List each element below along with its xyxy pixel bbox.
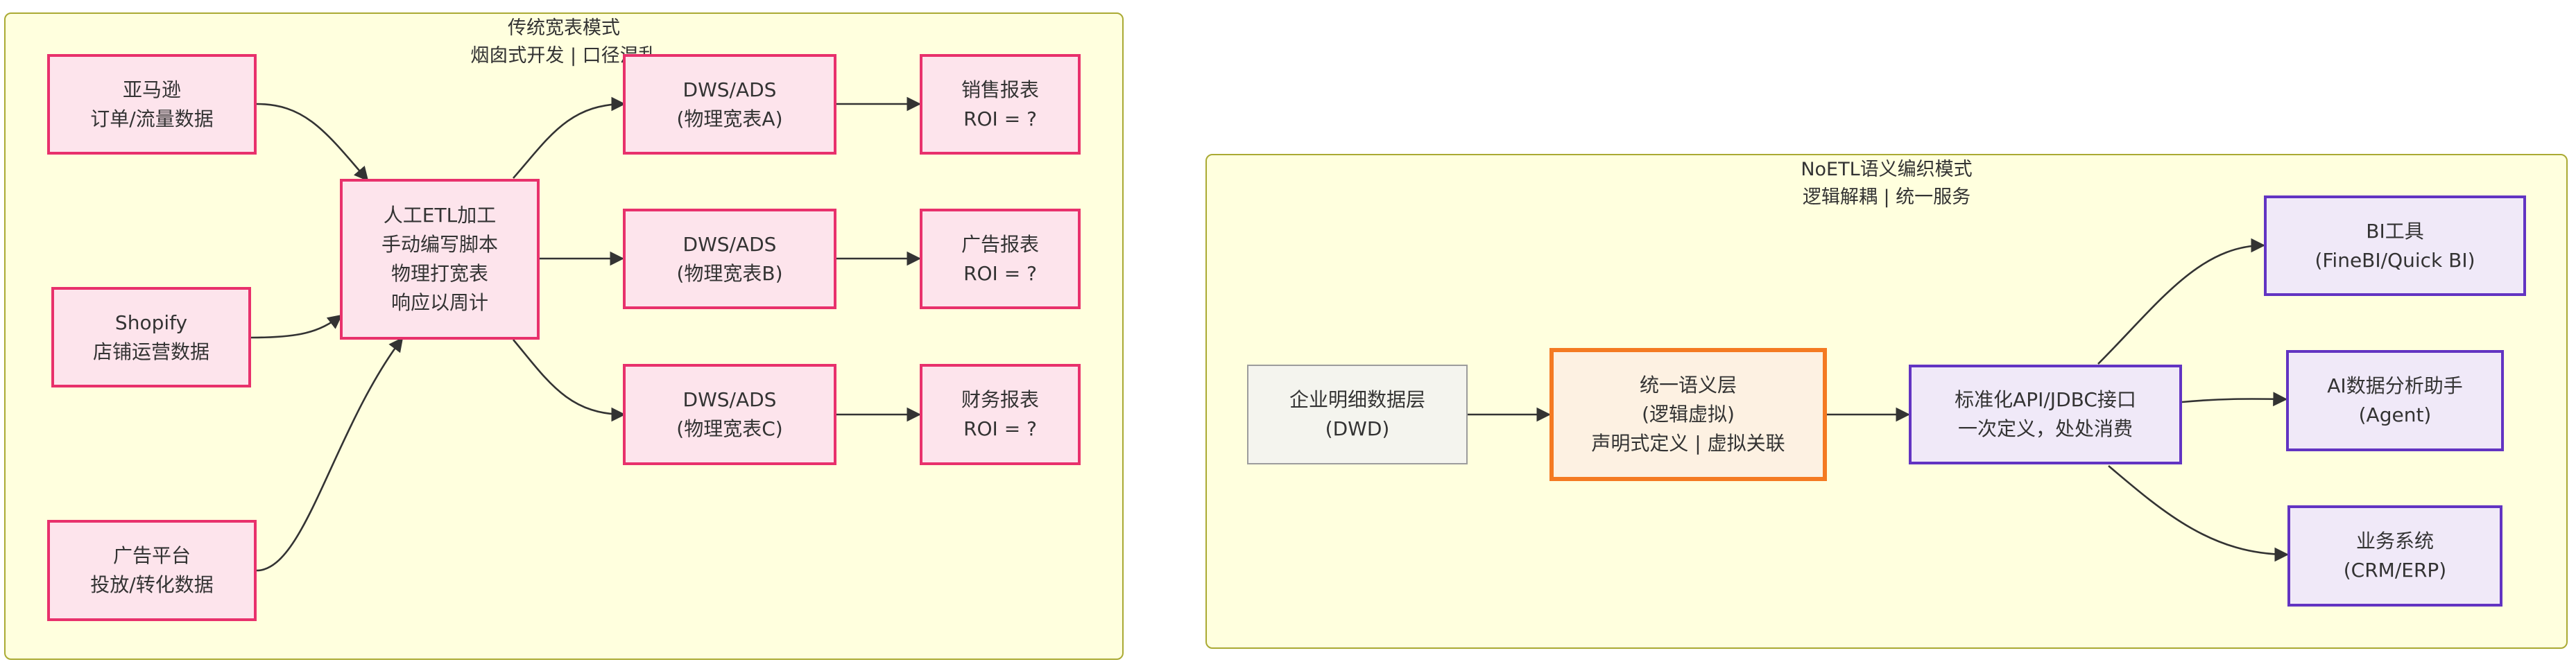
node-etl-line2: 手动编写脚本 <box>381 233 498 256</box>
node-semantic-layer-line1: 统一语义层 <box>1639 374 1737 397</box>
node-etl-line3: 物理打宽表 <box>390 262 488 285</box>
node-bi-tools-line2: (FineBI/Quick BI) <box>2315 248 2475 272</box>
node-ai-assistant-line1: AI数据分析助手 <box>2327 374 2463 397</box>
node-bi-tools: BI工具 (FineBI/Quick BI) <box>2264 195 2526 296</box>
node-ad-platform-line1: 广告平台 <box>112 544 191 567</box>
node-dwd: 企业明细数据层 (DWD) <box>1247 365 1468 464</box>
node-wide-table-a-line2: (物理宽表A) <box>676 107 783 130</box>
node-wide-table-c-line1: DWS/ADS <box>682 388 777 411</box>
edge-etl-to-wide-c <box>513 339 626 422</box>
node-amazon-line2: 订单/流量数据 <box>90 107 214 130</box>
node-wide-table-b-line2: (物理宽表B) <box>676 261 783 285</box>
node-semantic-layer-line3: 声明式定义 | 虚拟关联 <box>1591 432 1785 455</box>
edge-api-to-ai <box>2181 392 2288 407</box>
node-sales-report: 销售报表 ROI = ? <box>920 54 1081 155</box>
node-shopify-line2: 店铺运营数据 <box>92 340 209 363</box>
node-etl-line1: 人工ETL加工 <box>383 204 497 227</box>
node-wide-table-c-line2: (物理宽表C) <box>676 417 783 440</box>
noetl-cluster-title: NoETL语义编织模式 <box>1801 159 1973 180</box>
node-ad-report: 广告报表 ROI = ? <box>920 209 1081 309</box>
node-business-systems: 业务系统 (CRM/ERP) <box>2287 505 2502 607</box>
edge-api-to-biz <box>2108 465 2290 562</box>
node-sales-report-line1: 销售报表 <box>961 78 1039 101</box>
node-api-line1: 标准化API/JDBC接口 <box>1955 388 2136 411</box>
edge-shopify-to-etl <box>250 314 343 339</box>
edge-api-to-bi <box>2097 238 2266 365</box>
node-wide-table-b: DWS/ADS (物理宽表B) <box>623 209 836 309</box>
node-finance-report-line2: ROI = ? <box>963 417 1037 440</box>
node-ad-platform-line2: 投放/转化数据 <box>90 573 214 596</box>
node-business-systems-line2: (CRM/ERP) <box>2343 559 2447 582</box>
node-finance-report-line1: 财务报表 <box>961 388 1039 411</box>
node-semantic-layer: 统一语义层 (逻辑虚拟) 声明式定义 | 虚拟关联 <box>1549 348 1827 481</box>
node-dwd-line2: (DWD) <box>1325 417 1390 440</box>
node-ad-report-line1: 广告报表 <box>961 232 1039 256</box>
node-shopify: Shopify 店铺运营数据 <box>51 287 251 387</box>
node-business-systems-line1: 业务系统 <box>2355 530 2434 552</box>
node-api: 标准化API/JDBC接口 一次定义，处处消费 <box>1909 365 2182 464</box>
edge-ads-to-etl <box>256 337 404 572</box>
node-wide-table-a: DWS/ADS (物理宽表A) <box>623 54 836 155</box>
node-api-line2: 一次定义，处处消费 <box>1957 417 2133 440</box>
edge-amazon-to-etl <box>256 103 369 182</box>
noetl-cluster-subtitle: 逻辑解耦 | 统一服务 <box>1802 186 1971 208</box>
node-ai-assistant-line2: (Agent) <box>2358 403 2432 426</box>
node-bi-tools-line1: BI工具 <box>2366 219 2424 243</box>
node-etl: 人工ETL加工 手动编写脚本 物理打宽表 响应以周计 <box>340 179 540 340</box>
node-wide-table-a-line1: DWS/ADS <box>682 78 777 101</box>
node-amazon: 亚马逊 订单/流量数据 <box>47 54 257 155</box>
node-wide-table-c: DWS/ADS (物理宽表C) <box>623 364 836 465</box>
node-shopify-line1: Shopify <box>114 311 188 334</box>
node-ad-report-line2: ROI = ? <box>963 261 1037 285</box>
node-etl-line4: 响应以周计 <box>390 291 488 314</box>
node-finance-report: 财务报表 ROI = ? <box>920 364 1081 465</box>
edge-etl-to-wide-a <box>513 96 626 179</box>
node-dwd-line1: 企业明细数据层 <box>1289 388 1425 411</box>
node-sales-report-line2: ROI = ? <box>963 107 1037 130</box>
node-amazon-line1: 亚马逊 <box>122 78 181 101</box>
node-semantic-layer-line2: (逻辑虚拟) <box>1642 403 1735 426</box>
node-ai-assistant: AI数据分析助手 (Agent) <box>2286 350 2504 451</box>
traditional-cluster-title: 传统宽表模式 <box>508 17 620 39</box>
node-wide-table-b-line1: DWS/ADS <box>682 232 777 256</box>
node-ad-platform: 广告平台 投放/转化数据 <box>47 520 257 621</box>
